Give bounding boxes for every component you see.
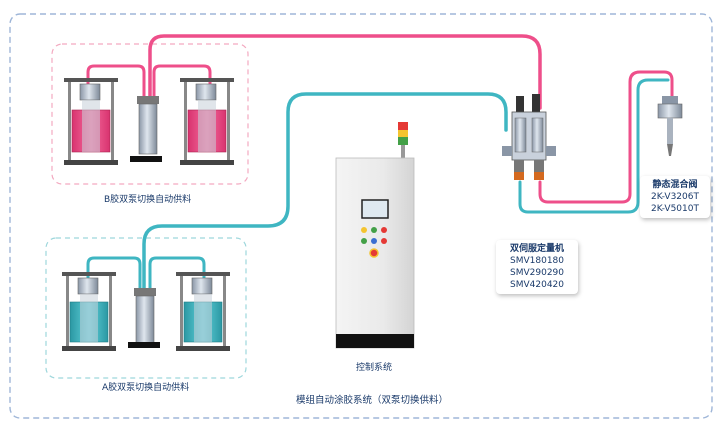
a-fluid-hose-right — [148, 256, 206, 294]
cabinet-screen — [361, 199, 389, 219]
a-fluid-hose-main — [142, 92, 508, 294]
b-pump-station-right — [180, 78, 234, 165]
servo-model-2: SMV290290 — [510, 268, 564, 278]
b-fluid-hose-main — [148, 34, 542, 110]
signal-light-green — [398, 137, 408, 145]
servo-model-3: SMV420420 — [510, 280, 564, 290]
servo-machine-title: 双伺服定量机 — [509, 244, 564, 254]
mixer-title: 静态混合阀 — [652, 180, 698, 190]
a-group-label: A胶双泵切换自动供料 — [102, 380, 190, 393]
b-switch-valve — [130, 96, 162, 162]
a-pump-station-left — [62, 272, 116, 351]
control-cabinet — [335, 122, 415, 349]
signal-light-red — [398, 122, 408, 130]
a-pump-station-right — [176, 272, 230, 351]
servo-machine-info: 双伺服定量机 SMV180180 SMV290290 SMV420420 — [496, 240, 578, 294]
a-fluid-hose-left — [86, 256, 142, 294]
b-group-label: B胶双泵切换自动供料 — [104, 192, 192, 205]
b-group-frame — [51, 43, 249, 185]
mixer-info: 静态混合阀 2K-V3206T 2K-V5010T — [640, 176, 710, 218]
b-fluid-hose-right — [152, 64, 212, 100]
control-system-label: 控制系统 — [356, 360, 393, 373]
mixer-model-2: 2K-V5010T — [651, 204, 699, 214]
mixer-model-1: 2K-V3206T — [651, 192, 699, 202]
servo-metering-machine — [502, 94, 556, 180]
servo-model-1: SMV180180 — [510, 256, 564, 266]
b-fluid-hose-mixer — [538, 70, 674, 204]
b-fluid-hose-left — [86, 64, 146, 100]
a-switch-valve — [128, 288, 160, 348]
b-pump-station-left — [64, 78, 118, 165]
outer-frame — [9, 13, 713, 419]
system-title-label: 模组自动涂胶系统（双泵切换供料） — [296, 392, 449, 406]
a-fluid-hose-mixer — [518, 78, 670, 214]
emergency-stop — [369, 248, 379, 258]
signal-light-yellow — [398, 130, 408, 137]
static-mixing-valve — [657, 96, 683, 156]
